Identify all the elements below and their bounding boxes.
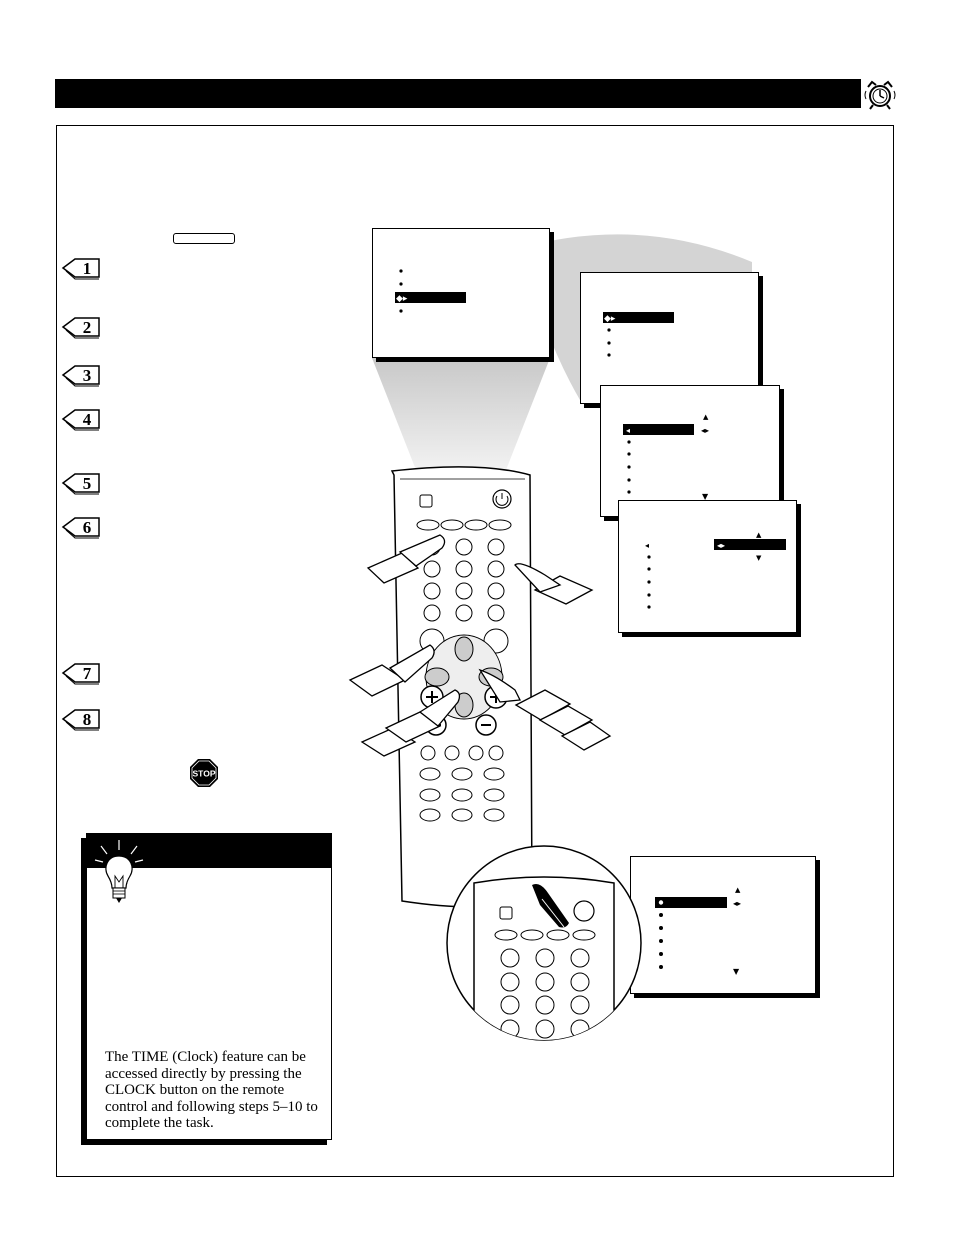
step-number: 2 <box>83 318 92 337</box>
alarm-clock-icon <box>862 77 898 111</box>
hint-text: The TIME (Clock) feature can be accessed… <box>105 1049 318 1131</box>
step-number: 4 <box>83 410 92 429</box>
step-number: 7 <box>83 664 92 683</box>
step-marker: 4 <box>61 406 101 432</box>
step-number: 5 <box>83 474 92 493</box>
svg-text:◆▸: ◆▸ <box>396 294 408 304</box>
svg-text:▼: ▼ <box>756 554 762 562</box>
helpful-hint-box: The TIME (Clock) feature can be accessed… <box>86 833 332 1140</box>
step-marker: 6 <box>61 514 101 540</box>
tv-menu-level-2: ▲ ◂ ◂▸ ▼ <box>600 385 780 517</box>
svg-text:▲: ▲ <box>703 413 709 421</box>
step-marker: 3 <box>61 362 101 388</box>
step-number: 1 <box>83 259 92 278</box>
svg-text:◂: ◂ <box>645 541 649 550</box>
stop-sign-icon: STOP <box>189 758 219 788</box>
svg-text:▲: ▲ <box>735 886 741 894</box>
svg-text:◂▸: ◂▸ <box>701 426 709 435</box>
menu-button-outline <box>173 233 235 244</box>
step-number: 6 <box>83 518 92 537</box>
step-marker: 7 <box>61 660 101 686</box>
tv-menu-level-3: ▲ ◂ ◂▸ ▼ <box>618 500 797 633</box>
svg-text:◆▸: ◆▸ <box>604 314 616 324</box>
tv-menu-level-1: ◆▸ <box>580 272 759 404</box>
step-number: 8 <box>83 710 92 729</box>
step-marker: 5 <box>61 470 101 496</box>
step-marker: 1 <box>61 255 101 281</box>
step-marker: 2 <box>61 314 101 340</box>
svg-text:◂: ◂ <box>626 426 630 435</box>
svg-text:▲: ▲ <box>756 531 762 539</box>
tv-menu-clock: ▲ ◂▸ ▼ <box>630 856 816 994</box>
tv-menu-main: ◆▸ <box>372 228 550 358</box>
svg-text:▼: ▼ <box>733 967 740 976</box>
svg-text:▼: ▼ <box>702 492 709 501</box>
light-bulb-icon <box>93 838 145 908</box>
header-bar <box>55 79 861 108</box>
step-marker: 8 <box>61 706 101 732</box>
svg-text:◂▸: ◂▸ <box>717 541 725 550</box>
stop-label: STOP <box>193 769 216 779</box>
content-frame <box>56 125 894 1177</box>
svg-text:◂▸: ◂▸ <box>733 899 741 908</box>
remote-zoom-inset <box>444 843 644 1043</box>
step-number: 3 <box>83 366 92 385</box>
